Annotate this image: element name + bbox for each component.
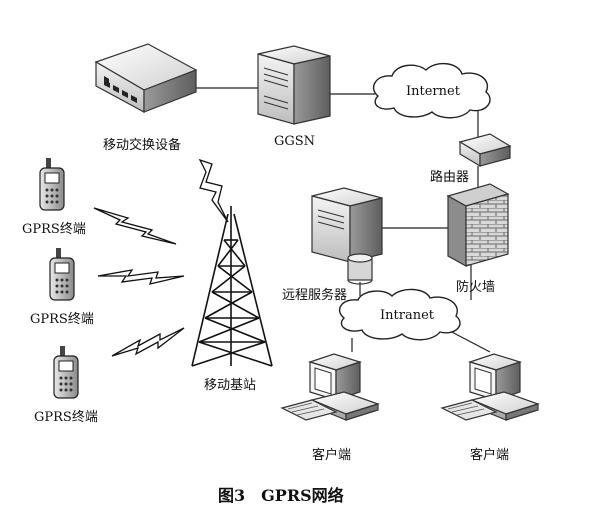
phone-icon-2 [49, 248, 75, 301]
msc-label: 移动交换设备 [103, 138, 182, 153]
internet-cloud-icon [373, 63, 491, 119]
internet-label: Internet [406, 84, 460, 99]
client-label-1: 客户端 [312, 448, 352, 463]
phone-icon-3 [53, 346, 79, 399]
phone-icon-1 [39, 158, 65, 211]
ggsn-label: GGSN [274, 134, 316, 149]
gprs-terminal-label-1: GPRS终端 [22, 222, 86, 237]
database-icon [347, 253, 373, 285]
gprs-terminal-label-2: GPRS终端 [30, 312, 94, 327]
router-label: 路由器 [430, 170, 470, 185]
ggsn-server-icon [257, 45, 331, 125]
base-station-tower-icon [191, 206, 273, 367]
link-intranet-client2 [447, 329, 491, 353]
lightning-icon [198, 158, 229, 223]
client-pc-icon-2 [440, 353, 540, 421]
lightning-icon [111, 327, 185, 357]
client-pc-icon-1 [280, 353, 380, 421]
lightning-icon [93, 207, 177, 245]
firewall-icon [446, 183, 510, 268]
firewall-label: 防火墙 [456, 280, 496, 295]
intranet-label: Intranet [380, 308, 434, 323]
gprs-terminal-label-3: GPRS终端 [34, 410, 98, 425]
switch-device-icon [94, 43, 198, 114]
intranet-cloud-icon [339, 288, 461, 341]
wireless-signals [93, 158, 229, 357]
lightning-icon [97, 269, 185, 285]
base-station-label: 移动基站 [204, 378, 257, 393]
figure-caption: 图3 GPRS网络 [218, 486, 344, 505]
client-label-2: 客户端 [470, 448, 510, 463]
remote-server-icon [311, 187, 383, 285]
remote-server-label: 远程服务器 [282, 288, 348, 303]
router-icon [458, 133, 512, 168]
